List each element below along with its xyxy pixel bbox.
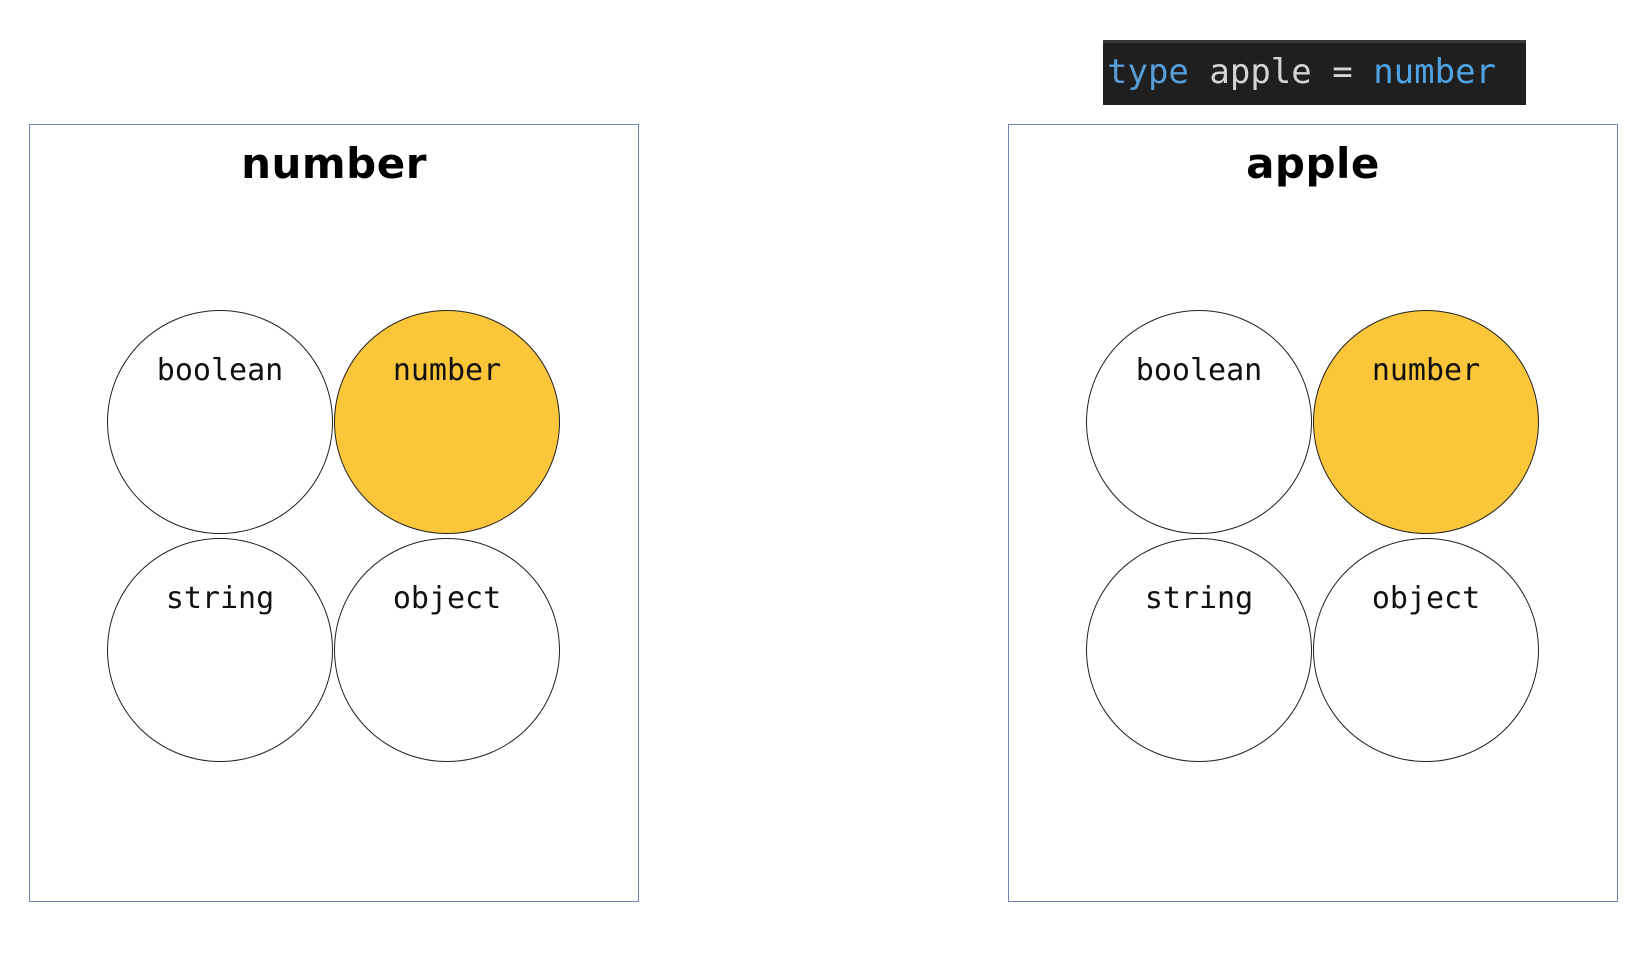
circle-label: boolean — [156, 353, 284, 388]
circle-number-highlighted: number — [1313, 310, 1539, 534]
circle-boolean: boolean — [107, 310, 333, 534]
circle-boolean: boolean — [1086, 310, 1312, 534]
code-operator: = — [1332, 52, 1353, 92]
panel-number: number boolean number string object — [29, 124, 639, 902]
code-snippet: type apple = number — [1103, 40, 1526, 105]
circle-label: object — [1371, 581, 1481, 616]
circle-label: object — [392, 581, 502, 616]
circle-label: number — [1371, 353, 1481, 388]
panel-apple: apple boolean number string object — [1008, 124, 1618, 902]
circle-string: string — [1086, 538, 1312, 762]
circle-label: string — [165, 581, 275, 616]
circle-label: number — [392, 353, 502, 388]
circle-label: boolean — [1135, 353, 1263, 388]
panel-title: apple — [1246, 139, 1380, 188]
circle-number-highlighted: number — [334, 310, 560, 534]
code-type-name: number — [1373, 52, 1497, 92]
circle-string: string — [107, 538, 333, 762]
circle-object: object — [334, 538, 560, 762]
panel-title: number — [241, 139, 427, 188]
circle-label: string — [1144, 581, 1254, 616]
code-identifier: apple — [1209, 52, 1312, 92]
code-keyword: type — [1107, 52, 1189, 92]
circle-object: object — [1313, 538, 1539, 762]
